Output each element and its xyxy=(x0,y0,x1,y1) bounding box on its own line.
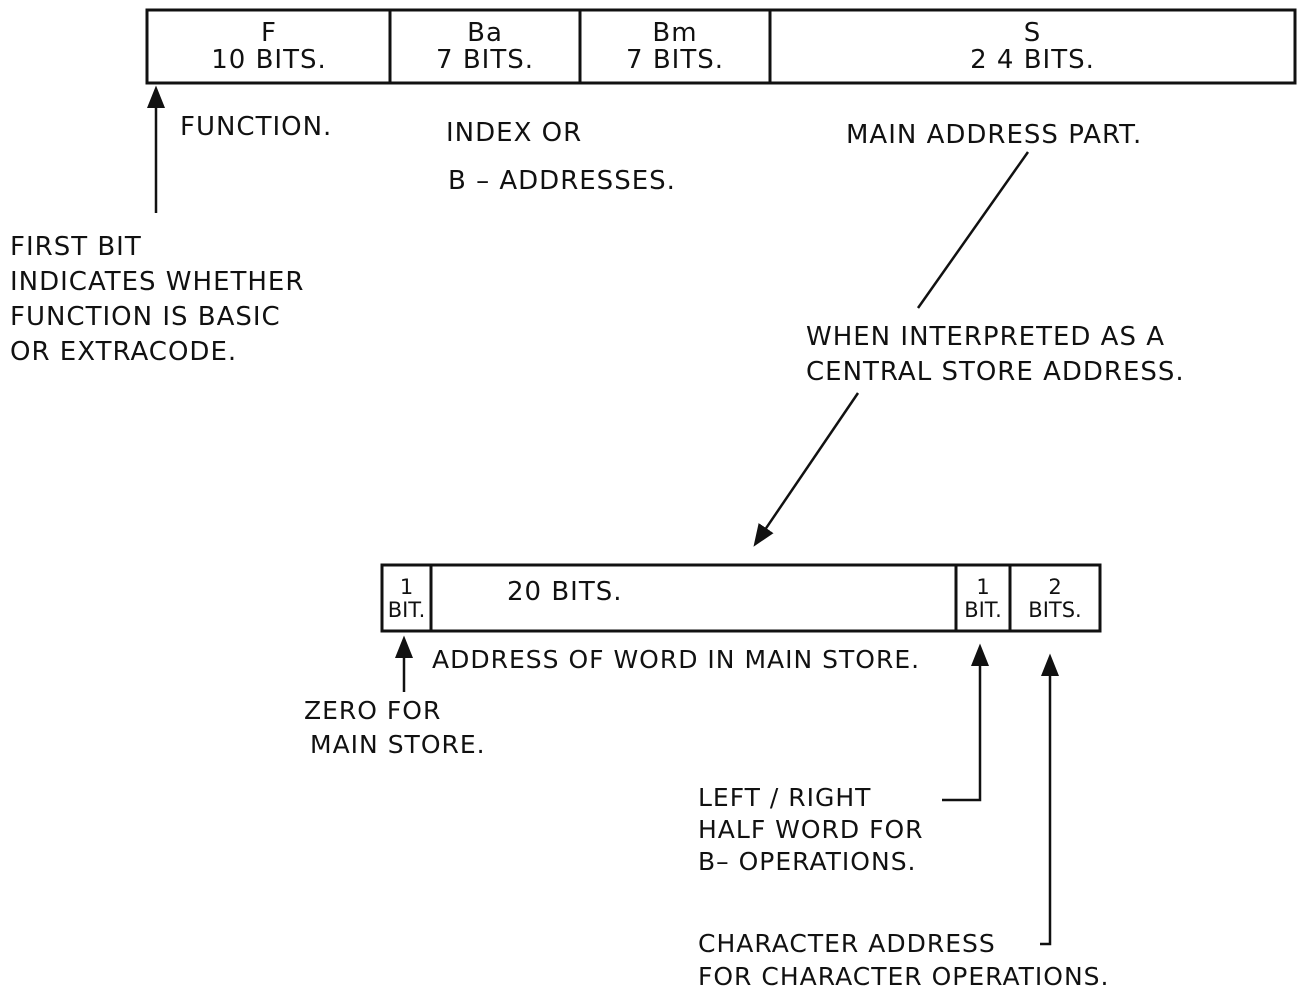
field-s-name: S xyxy=(1023,17,1042,48)
address-field-zero-bit-count: 1 xyxy=(399,575,414,600)
address-field-word-bits: 20 BITS. xyxy=(507,577,623,608)
address-field-word: 20 BITS. xyxy=(433,567,954,619)
index-label-line2: B – ADDRESSES. xyxy=(448,166,676,196)
field-bm: Bm 7 BITS. xyxy=(582,12,768,82)
zero-bit-note: ZERO FOR MAIN STORE. xyxy=(304,694,486,762)
field-bm-bits: 7 BITS. xyxy=(626,45,724,75)
field-ba-name: Ba xyxy=(467,17,503,48)
word-address-label: ADDRESS OF WORD IN MAIN STORE. xyxy=(432,645,921,674)
field-f: F 10 BITS. xyxy=(150,12,388,82)
half-word-note-line: LEFT / RIGHT xyxy=(698,783,872,812)
address-field-half-word-count: 1 xyxy=(976,575,990,600)
main-address-leader xyxy=(916,151,1030,309)
function-label: FUNCTION. xyxy=(180,112,333,142)
half-word-arrow-shaft xyxy=(942,643,989,802)
zero-bit-note-line: ZERO FOR xyxy=(304,696,442,725)
address-field-zero-bit-unit: BIT. xyxy=(387,597,426,622)
address-field-character-count: 2 xyxy=(1048,575,1062,600)
address-field-half-word-bit: 1 BIT. xyxy=(958,567,1008,630)
address-field-zero-bit: 1 BIT. xyxy=(384,567,429,630)
field-ba-bits: 7 BITS. xyxy=(436,45,534,75)
interpretation-arrow xyxy=(753,392,860,547)
address-field-character-unit: BITS. xyxy=(1028,597,1082,622)
first-bit-note-line: FUNCTION IS BASIC xyxy=(10,302,281,333)
zero-bit-note-line: MAIN STORE. xyxy=(310,729,486,759)
field-ba: Ba 7 BITS. xyxy=(392,12,578,82)
field-f-name: F xyxy=(261,17,277,48)
interpretation-note-line: CENTRAL STORE ADDRESS. xyxy=(806,357,1185,388)
half-word-note-line: HALF WORD FOR xyxy=(698,815,924,844)
field-bm-name: Bm xyxy=(652,17,698,48)
first-bit-note-line: FIRST BIT xyxy=(10,232,142,262)
main-address-label: MAIN ADDRESS PART. xyxy=(846,120,1143,150)
index-label-line1: INDEX OR xyxy=(446,118,583,148)
first-bit-note-line: INDICATES WHETHER xyxy=(10,267,305,298)
character-note-line: FOR CHARACTER OPERATIONS. xyxy=(698,961,1110,991)
field-s-bits: 2 4 BITS. xyxy=(970,45,1095,75)
field-f-bits: 10 BITS. xyxy=(211,45,327,75)
half-word-note-line: B– OPERATIONS. xyxy=(698,847,917,876)
address-word-box xyxy=(380,563,1102,633)
address-field-half-word-unit: BIT. xyxy=(964,597,1002,622)
address-field-character-bits: 2 BITS. xyxy=(1012,567,1098,630)
character-note-line: CHARACTER ADDRESS xyxy=(698,929,996,958)
character-address-note: CHARACTER ADDRESS FOR CHARACTER OPERATIO… xyxy=(698,928,1110,993)
interpretation-note-line: WHEN INTERPRETED AS A xyxy=(806,322,1165,352)
first-bit-note-line: OR EXTRACODE. xyxy=(10,337,238,368)
half-word-note: LEFT / RIGHT HALF WORD FOR B– OPERATIONS… xyxy=(698,782,924,878)
character-arrow-shaft xyxy=(1040,653,1059,946)
first-bit-note: FIRST BIT INDICATES WHETHER FUNCTION IS … xyxy=(10,230,304,370)
field-s: S 2 4 BITS. xyxy=(772,12,1293,82)
instruction-word-box xyxy=(145,8,1297,85)
interpretation-note: WHEN INTERPRETED AS A CENTRAL STORE ADDR… xyxy=(806,320,1185,390)
